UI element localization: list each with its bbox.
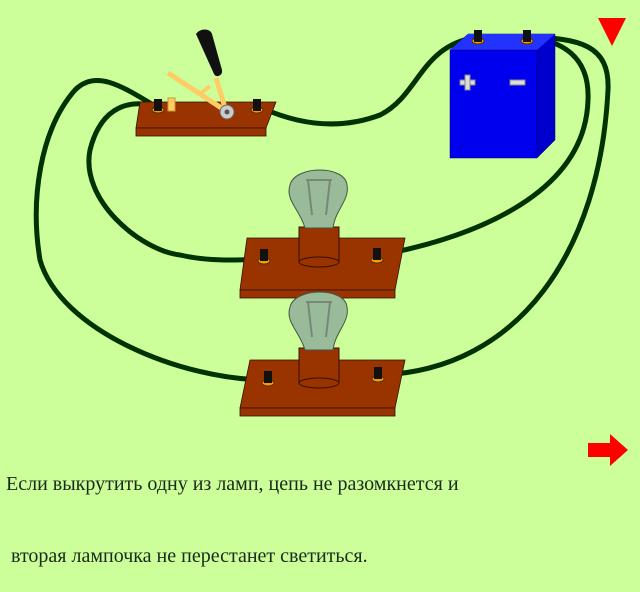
plus-sign-icon (459, 74, 476, 91)
battery (449, 30, 556, 159)
wire-switch-to-lamp1 (86, 101, 267, 263)
next-slide-button[interactable] (588, 434, 628, 466)
caption-line-2: вторая лампочка не перестанет светиться. (6, 545, 368, 567)
down-arrow-button[interactable] (598, 18, 626, 48)
wire-battery-to-lamp1 (377, 34, 591, 258)
wire-switch-to-lamp2 (33, 78, 271, 383)
battery-terminal-plus (471, 30, 485, 45)
caption-text: Если выкрутить одну из ламп, цепь не раз… (6, 424, 459, 592)
switch-handle[interactable] (196, 29, 223, 77)
circuit-scene (33, 29, 611, 417)
lamp-1[interactable] (239, 169, 406, 299)
triangle-down-icon (598, 18, 626, 46)
caption-line-1: Если выкрутить одну из ламп, цепь не раз… (6, 473, 459, 495)
knife-switch[interactable] (135, 29, 277, 137)
battery-terminal-minus (520, 30, 534, 45)
arrow-right-icon (588, 434, 628, 466)
minus-sign-icon (509, 79, 526, 86)
wire-switch-to-battery (259, 34, 481, 127)
wire-battery-to-lamp2 (377, 34, 611, 378)
wires (33, 34, 611, 383)
lamp-2[interactable] (239, 291, 406, 417)
